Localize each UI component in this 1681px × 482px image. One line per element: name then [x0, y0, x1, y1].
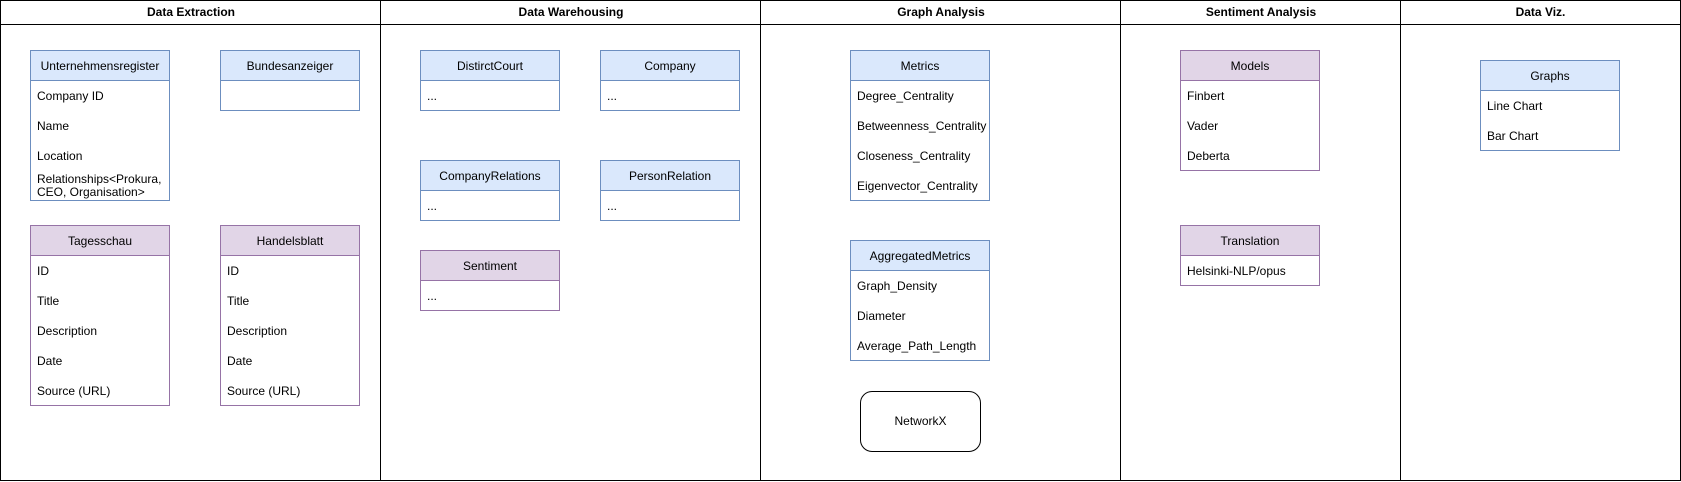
entity-field: [221, 81, 359, 111]
entity-title: Sentiment: [421, 251, 559, 281]
entity-field: Helsinki-NLP/opus: [1187, 264, 1286, 278]
entity-field: Name: [37, 119, 70, 133]
entity-field: Bar Chart: [1487, 129, 1539, 143]
entity-title: Metrics: [851, 51, 989, 81]
entity-metrics[interactable]: Metrics Degree_Centrality Betweenness_Ce…: [850, 50, 990, 201]
entity-field: ...: [607, 89, 618, 103]
entity-field: Deberta: [1187, 149, 1230, 163]
entity-tagesschau[interactable]: Tagesschau ID Title Description Date Sou…: [30, 225, 170, 406]
entity-title: DistirctCourt: [421, 51, 559, 81]
entity-field: Description: [227, 324, 288, 338]
entity-title: Models: [1181, 51, 1319, 81]
entity-field: Diameter: [857, 309, 906, 323]
lane-data-extraction: Data Extraction: [0, 0, 381, 481]
networkx-label: NetworkX: [894, 414, 947, 428]
entity-title: Translation: [1181, 226, 1319, 256]
entity-title: Unternehmensregister: [31, 51, 169, 81]
entity-handelsblatt[interactable]: Handelsblatt ID Title Description Date S…: [220, 225, 360, 406]
entity-districtcourt[interactable]: DistirctCourt ...: [420, 50, 560, 111]
entity-sentiment[interactable]: Sentiment ...: [420, 250, 560, 311]
entity-field: Location: [37, 149, 83, 163]
entity-field: Title: [37, 294, 60, 308]
entity-title: Tagesschau: [31, 226, 169, 256]
lane-graph-analysis: Graph Analysis: [760, 0, 1121, 481]
entity-companyrelations[interactable]: CompanyRelations ...: [420, 160, 560, 221]
entity-field: Eigenvector_Centrality: [857, 179, 978, 193]
entity-title: PersonRelation: [601, 161, 739, 191]
lane-title: Data Warehousing: [381, 1, 761, 25]
entity-field: Company ID: [37, 89, 104, 103]
entity-field: ...: [607, 199, 618, 213]
entity-field: Source (URL): [227, 384, 301, 398]
entity-field: Date: [37, 354, 63, 368]
entity-field: Title: [227, 294, 250, 308]
entity-translation[interactable]: Translation Helsinki-NLP/opus: [1180, 225, 1320, 286]
entity-field: Date: [227, 354, 253, 368]
entity-field: Vader: [1187, 119, 1219, 133]
entity-field: ...: [427, 199, 438, 213]
entity-title: Handelsblatt: [221, 226, 359, 256]
entity-field: Line Chart: [1487, 99, 1543, 113]
entity-aggregatedmetrics[interactable]: AggregatedMetrics Graph_Density Diameter…: [850, 240, 990, 361]
entity-field: Betweenness_Centrality: [857, 119, 987, 133]
entity-field: Description: [37, 324, 98, 338]
entity-field: ...: [427, 89, 438, 103]
entity-graphs[interactable]: Graphs Line Chart Bar Chart: [1480, 60, 1620, 151]
entity-title: Company: [601, 51, 739, 81]
lane-title: Graph Analysis: [761, 1, 1121, 25]
entity-field: Closeness_Centrality: [857, 149, 971, 163]
entity-field: Degree_Centrality: [857, 89, 954, 103]
entity-company[interactable]: Company ...: [600, 50, 740, 111]
networkx-node[interactable]: NetworkX: [860, 391, 981, 452]
entity-models[interactable]: Models Finbert Vader Deberta: [1180, 50, 1320, 171]
lane-title: Data Extraction: [1, 1, 381, 25]
entity-personrelation[interactable]: PersonRelation ...: [600, 160, 740, 221]
entity-title: Bundesanzeiger: [221, 51, 359, 81]
entity-field: ID: [227, 264, 239, 278]
entity-title: Graphs: [1481, 61, 1619, 91]
entity-field: Average_Path_Length: [857, 339, 977, 353]
entity-field: Source (URL): [37, 384, 111, 398]
entity-field: Finbert: [1187, 89, 1225, 103]
entity-field: Graph_Density: [857, 279, 938, 293]
entity-title: AggregatedMetrics: [851, 241, 989, 271]
entity-field: ...: [427, 289, 438, 303]
entity-bundesanzeiger[interactable]: Bundesanzeiger: [220, 50, 360, 111]
entity-unternehmensregister[interactable]: Unternehmensregister Company ID Name Loc…: [30, 50, 170, 201]
entity-title: CompanyRelations: [421, 161, 559, 191]
entity-field: Relationships<Prokura, CEO, Organisation…: [37, 172, 162, 199]
lane-data-warehousing: Data Warehousing: [380, 0, 761, 481]
lane-title: Sentiment Analysis: [1121, 1, 1401, 25]
entity-field: ID: [37, 264, 49, 278]
lane-title: Data Viz.: [1401, 1, 1680, 25]
lane-sentiment-analysis: Sentiment Analysis: [1120, 0, 1401, 481]
